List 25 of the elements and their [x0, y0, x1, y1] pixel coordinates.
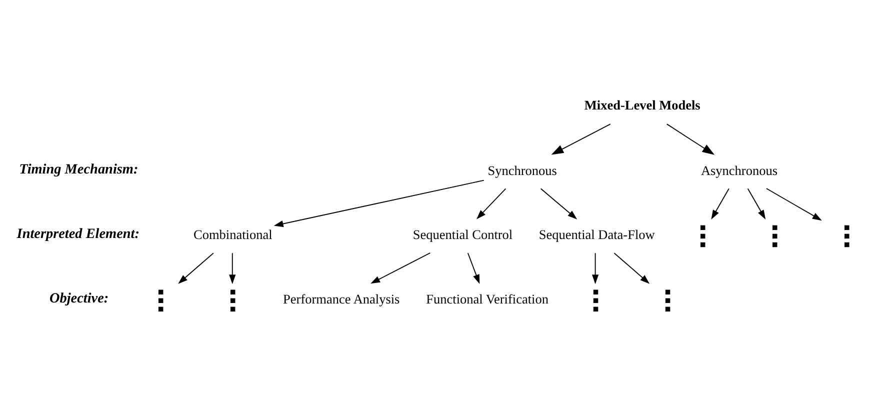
arrow — [476, 188, 506, 219]
arrow — [274, 179, 484, 227]
node-text: Sequential Data-Flow — [538, 226, 655, 242]
arrow — [467, 252, 480, 284]
arrow — [614, 252, 650, 284]
node-text: Mixed-Level Models — [584, 96, 700, 112]
arrow — [666, 123, 715, 154]
node-text: Synchronous — [488, 162, 557, 178]
label: Objective: — [49, 290, 109, 306]
node-text: Performance Analysis — [283, 291, 400, 306]
node-text: Combinational — [194, 226, 272, 242]
node-text: Sequential Control — [412, 226, 513, 242]
arrow — [747, 188, 766, 219]
node-text: Asynchronous — [700, 162, 778, 178]
label: Timing Mechanism: — [19, 161, 138, 178]
node-text: Functional Verification — [426, 291, 548, 306]
arrow — [551, 123, 611, 154]
arrow — [229, 252, 236, 284]
arrow — [592, 252, 599, 284]
arrow — [711, 188, 730, 219]
arrow — [370, 252, 431, 284]
arrow — [766, 188, 822, 220]
arrow — [540, 188, 578, 219]
label: Interpreted Element: — [16, 226, 140, 242]
arrow — [178, 252, 214, 284]
